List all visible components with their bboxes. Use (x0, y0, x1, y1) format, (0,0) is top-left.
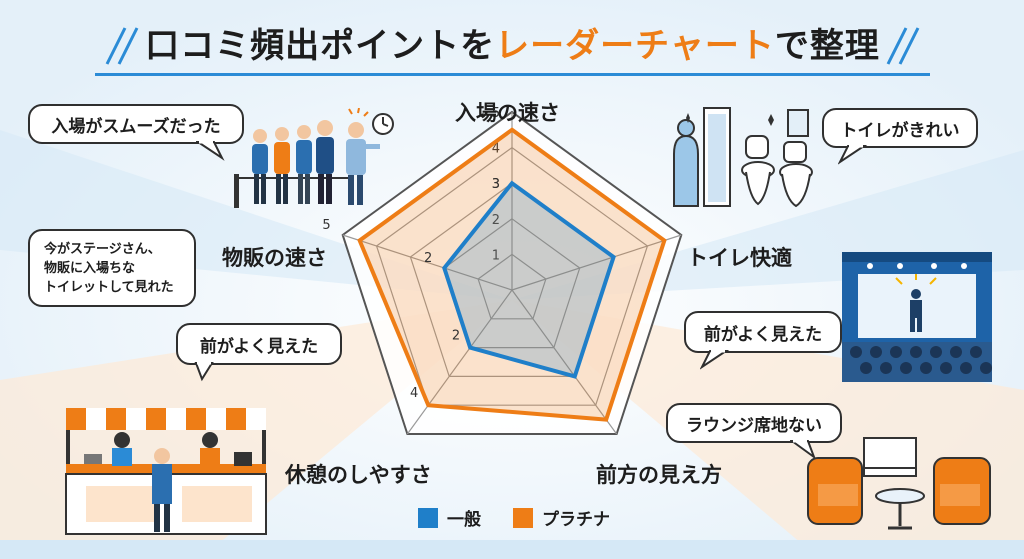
bubble-lounge-tail (790, 440, 817, 460)
axis-label-toilet-comfort: トイレ快適 (687, 246, 792, 270)
bubble-front-right-tail (700, 350, 730, 370)
radar-ring-4 (375, 146, 649, 406)
legend-swatch-general (418, 507, 438, 528)
radar-ring-tick-label: 3 (492, 177, 500, 192)
bubble-notice-line1: 今がステージさん、 (44, 241, 161, 257)
bubble-notice-line3: トイレットして見れた (44, 279, 174, 295)
stage-illustration (842, 252, 992, 382)
bubble-front-left-text: 前がよく見えた (199, 336, 319, 357)
bubble-toilet-tail (838, 145, 868, 165)
bubble-notice-line2: 物販に入場ちな (44, 260, 136, 276)
bubble-front-left-tail (194, 362, 214, 382)
chart-legend: 一般 プラチナ (418, 505, 632, 530)
radar-ring-tick-label: 2 (492, 213, 500, 228)
radar-spoke-1 (511, 234, 682, 291)
legend-label-general: 一般 (447, 510, 481, 530)
bubble-entry-tail (196, 141, 225, 161)
page-title: 口コミ頻出ポイントをレーダーチャートで整理 (145, 18, 880, 67)
axis-label-rest-ease: 休憩のしやすさ (285, 463, 432, 487)
radar-ring-5 (341, 110, 683, 436)
radar-spoke-4 (342, 234, 513, 291)
bubble-lounge-text: ラウンジ席地ない (686, 415, 822, 436)
radar-ring-tick-label: 4 (492, 142, 500, 157)
radar-spoke-3 (406, 289, 513, 435)
radar-point-label: 5 (322, 218, 330, 233)
axis-label-front-view: 前方の見え方 (596, 463, 722, 487)
title-suffix: で整理 (774, 25, 880, 66)
bubble-front-right-text: 前がよく見えた (703, 324, 823, 345)
legend-item-platinum: プラチナ (513, 505, 610, 530)
series-platinum-polygon (357, 127, 667, 422)
axis-label-entry-speed: 入場の速さ (455, 101, 560, 125)
queue-people-illustration (234, 108, 394, 208)
bubble-lounge: ラウンジ席地ない (666, 403, 842, 443)
radar-point-label: 2 (452, 329, 460, 344)
series-general-polygon (442, 180, 616, 379)
bubble-entry: 入場がスムーズだった (28, 104, 244, 144)
radar-point-label: 3 (492, 177, 500, 192)
bubble-front-right: 前がよく見えた (684, 311, 842, 353)
bubble-notice: 今がステージさん、 物販に入場ちな トイレットして見れた (28, 229, 196, 307)
radar-point-label: 4 (410, 386, 418, 401)
bubble-toilet: トイレがきれい (822, 108, 978, 148)
radar-ring-tick-label: 1 (492, 248, 500, 263)
radar-ring-1 (477, 253, 547, 320)
legend-label-platinum: プラチナ (542, 510, 610, 530)
radar-spoke-2 (511, 289, 618, 435)
axis-label-merch-speed: 物販の速さ (222, 246, 327, 270)
bubble-entry-text: 入場がスムーズだった (51, 116, 221, 137)
slash-decoration-left (105, 27, 139, 65)
title-prefix: 口コミ頻出ポイントを (145, 25, 496, 66)
title-underline (95, 73, 930, 76)
radar-ring-tick-label: 5 (492, 106, 500, 121)
bubble-front-left: 前がよく見えた (176, 323, 342, 365)
radar-point-label: 2 (424, 251, 432, 266)
toilet-illustration (673, 107, 813, 208)
bubble-toilet-text: トイレがきれい (840, 120, 960, 141)
radar-ring-2 (443, 218, 581, 349)
legend-swatch-platinum (513, 507, 533, 528)
legend-item-general: 一般 (418, 505, 481, 530)
title-accent: レーダーチャート (495, 25, 775, 66)
slash-decoration-right (886, 27, 920, 65)
merch-booth-illustration (65, 408, 267, 535)
lounge-illustration (807, 437, 991, 530)
radar-point-label: 5 (492, 106, 500, 121)
title-bar: 口コミ頻出ポイントをレーダーチャートで整理 (95, 10, 930, 76)
